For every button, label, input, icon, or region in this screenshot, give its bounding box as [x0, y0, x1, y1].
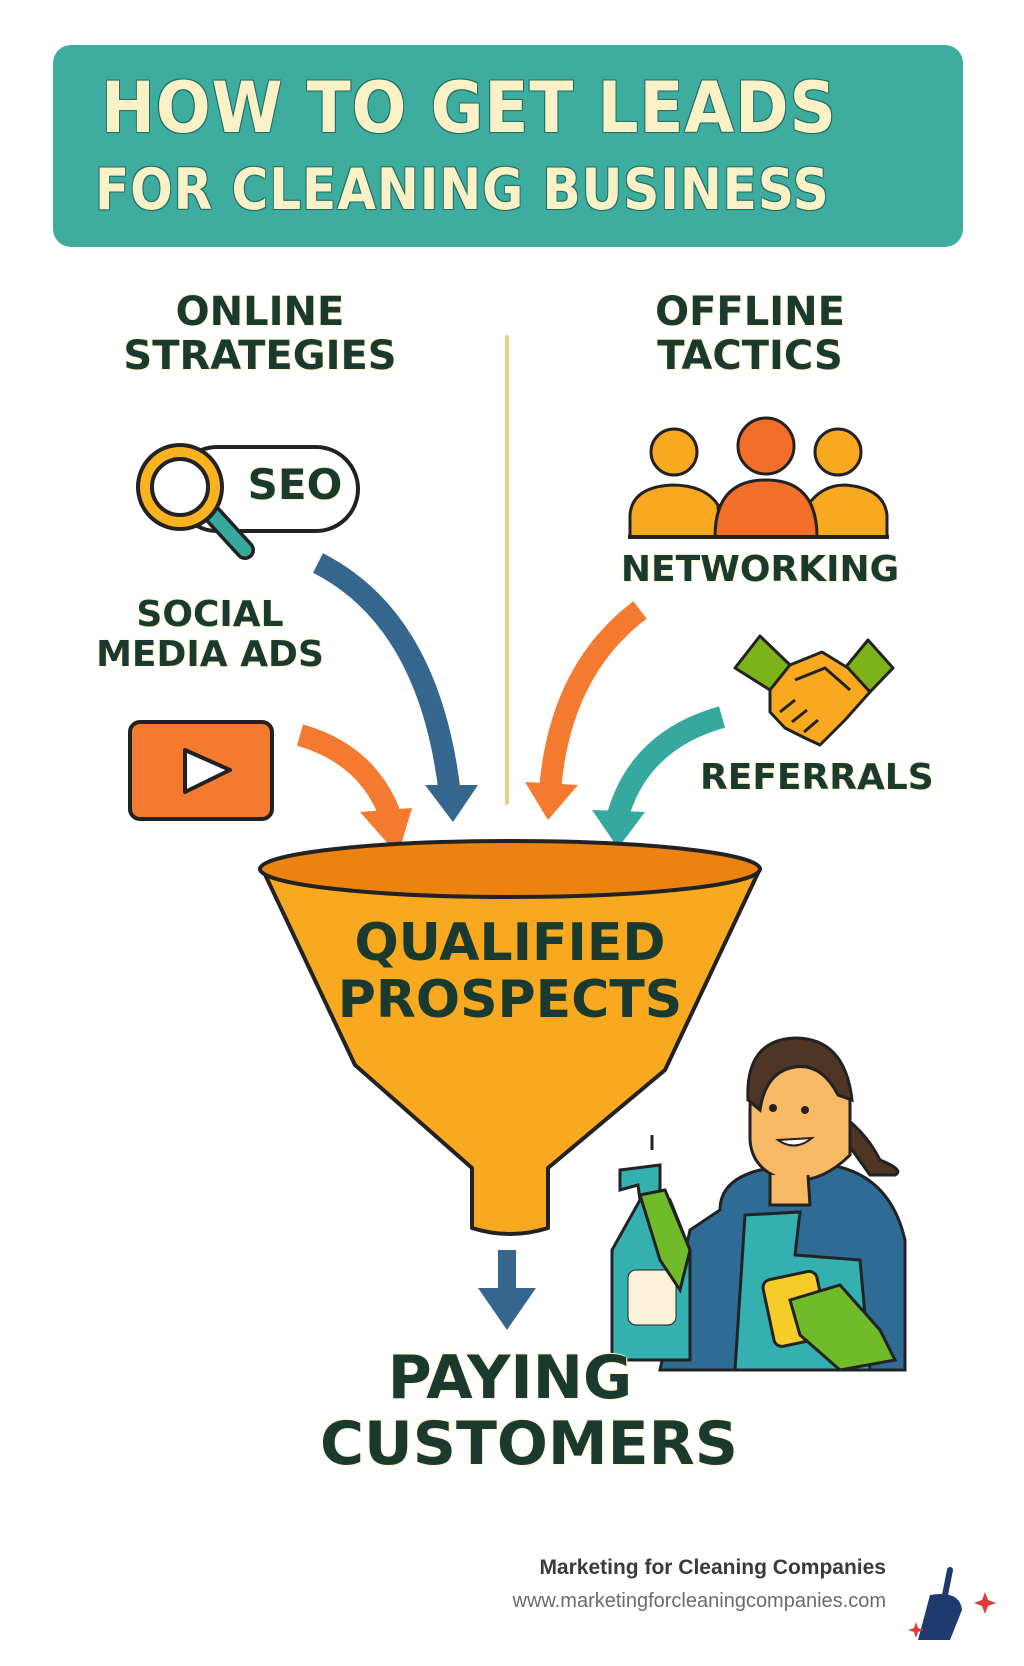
- referrals-label: REFERRALS: [700, 757, 934, 798]
- offline-heading-line-2: TACTICS: [657, 333, 843, 379]
- result-line-2: CUSTOMERS: [320, 1409, 739, 1479]
- title-banner: HOW TO GET LEADS FOR CLEANING BUSINESS: [53, 45, 963, 247]
- arrow-down-to-customers: [478, 1250, 536, 1330]
- online-heading-line-2: STRATEGIES: [123, 333, 397, 379]
- title-line-1: HOW TO GET LEADS: [101, 67, 837, 149]
- video-play-icon: [128, 720, 274, 821]
- social-media-ads-label: SOCIAL MEDIA ADS: [95, 595, 325, 674]
- paying-customers-label: PAYING CUSTOMERS: [320, 1343, 739, 1479]
- arrow-referrals-to-funnel: [592, 706, 726, 848]
- offline-heading-line-1: OFFLINE: [655, 289, 845, 335]
- funnel-label-line-1: QUALIFIED: [354, 913, 666, 973]
- offline-tactics-heading: OFFLINE TACTICS: [600, 290, 900, 378]
- footer-brand-title: Marketing for Cleaning Companies: [539, 1556, 886, 1579]
- title-line-2: FOR CLEANING BUSINESS: [95, 157, 830, 223]
- broom-sparkle-icon: [908, 1567, 996, 1640]
- funnel-label: QUALIFIED PROSPECTS: [330, 913, 690, 1031]
- result-line-1: PAYING: [387, 1343, 633, 1413]
- arrow-social-to-funnel: [296, 724, 412, 855]
- seo-label: SEO: [247, 460, 343, 509]
- networking-label: NETWORKING: [620, 549, 900, 590]
- social-label-line-1: SOCIAL: [136, 594, 284, 635]
- arrow-networking-to-funnel: [525, 601, 647, 820]
- funnel-icon: [258, 839, 762, 1236]
- seo-search-icon: [136, 443, 360, 560]
- funnel-label-line-2: PROSPECTS: [337, 970, 683, 1031]
- footer-url-link[interactable]: www.marketingforcleaningcompanies.com: [512, 1590, 887, 1612]
- handshake-icon: [733, 634, 895, 747]
- cleaner-illustration: [610, 1036, 907, 1372]
- online-heading-line-1: ONLINE: [175, 289, 345, 335]
- center-divider: [505, 335, 509, 805]
- social-label-line-2: MEDIA ADS: [96, 633, 324, 675]
- people-group-icon: [628, 416, 889, 539]
- online-strategies-heading: ONLINE STRATEGIES: [110, 290, 410, 378]
- arrow-seo-to-funnel: [312, 553, 478, 822]
